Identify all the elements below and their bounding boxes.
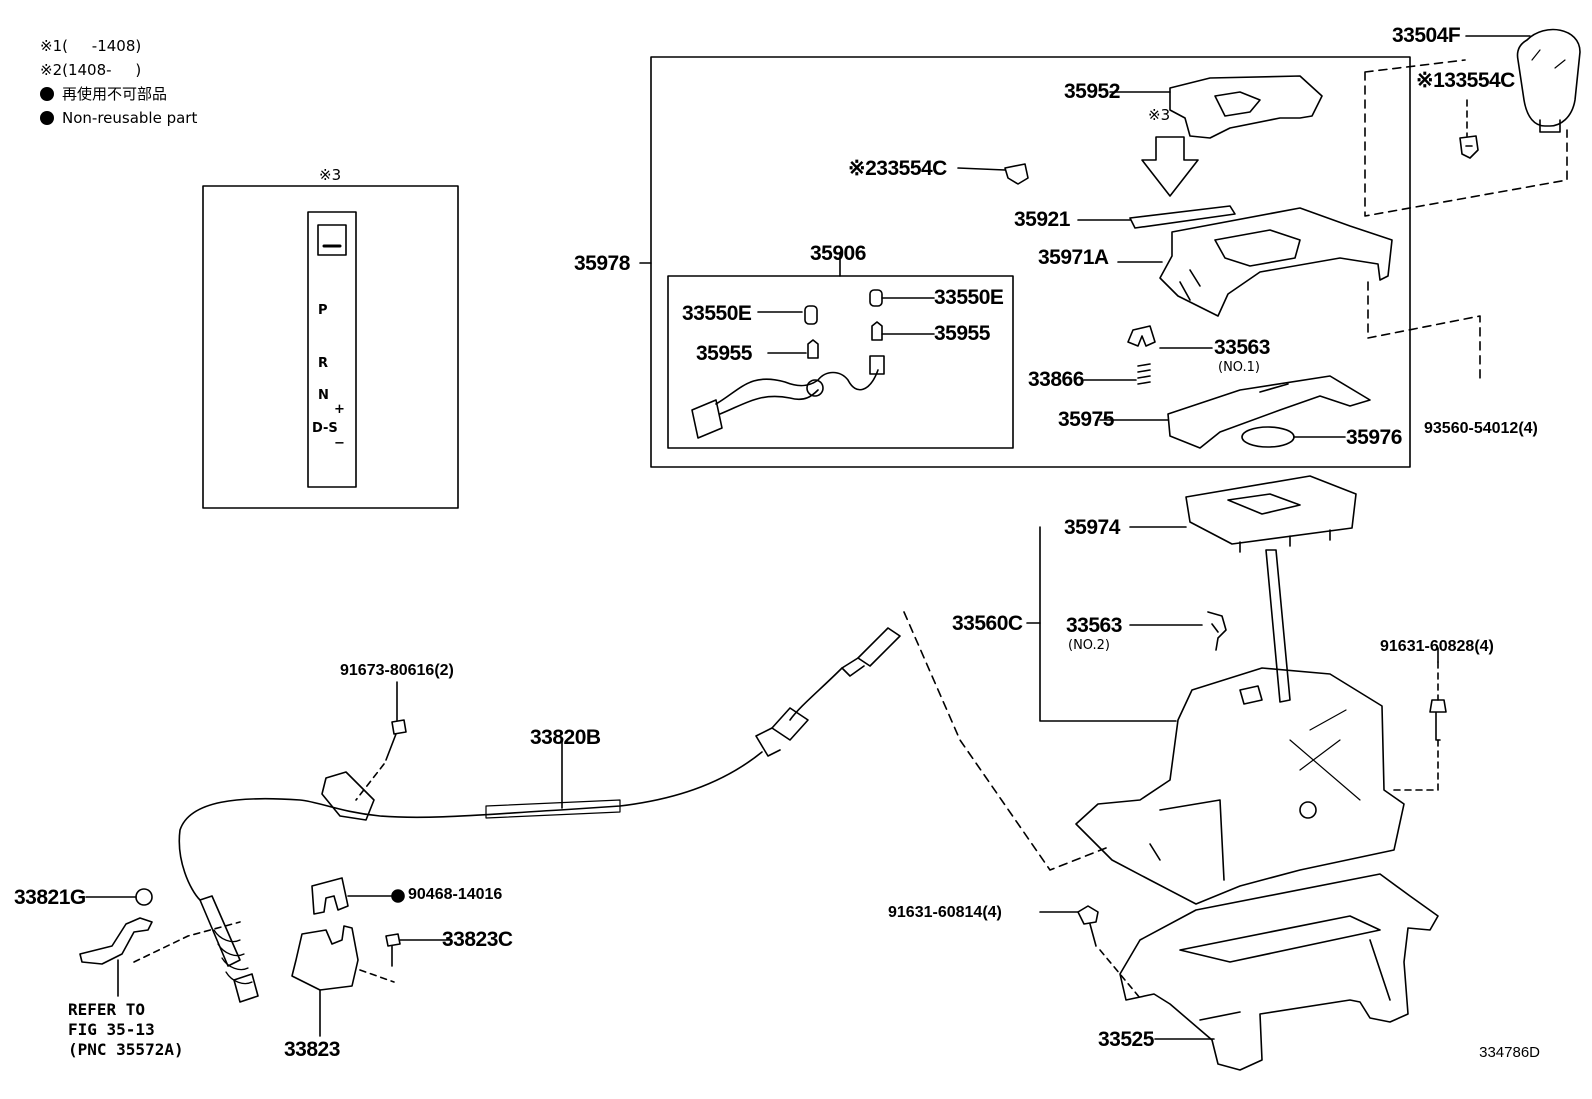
nonreusable-dot-icon [40, 111, 54, 125]
label-35971A: 35971A [1038, 246, 1109, 269]
label-33504F: 33504F [1392, 24, 1461, 47]
label-35952: 35952 [1064, 80, 1120, 103]
label-35955-left: 35955 [696, 342, 752, 365]
label-93560-54012: 93560-54012(4) [1424, 420, 1538, 437]
label-33563-no1: 33563 [1214, 336, 1270, 359]
gate-plate [307, 211, 357, 488]
label-35975: 35975 [1058, 408, 1114, 431]
label-33820B: 33820B [530, 726, 601, 749]
label-35906: 35906 [810, 242, 866, 265]
label-note-3: ※3 [1148, 106, 1171, 124]
label-33550E-right: 33550E [934, 286, 1004, 309]
label-33823C: 33823C [442, 928, 513, 951]
label-35976: 35976 [1346, 426, 1402, 449]
label-33563-no2-sub: (NO.2) [1068, 638, 1110, 653]
label-33821G: 33821G [14, 886, 86, 909]
label-33525: 33525 [1098, 1028, 1154, 1051]
label-33554C-2: ※233554C [848, 157, 947, 180]
diagram-id: 334786D [1479, 1044, 1540, 1061]
wire-harness-35906 [691, 252, 885, 439]
legend-nonreusable-en: Non-reusable part [40, 106, 197, 130]
label-35978: 35978 [574, 252, 630, 275]
inset-title: ※3 [319, 166, 342, 184]
label-33866: 33866 [1028, 368, 1084, 391]
label-91631-60828: 91631-60828(4) [1380, 638, 1494, 655]
label-90468-14016: 90468-14016 [408, 886, 503, 903]
assembly-box-35978 [650, 56, 1411, 468]
mounting-base-33525 [1119, 873, 1439, 1071]
label-33563-no1-sub: (NO.1) [1218, 360, 1260, 375]
nonreusable-dot-icon [40, 87, 54, 101]
legend-note-2: ※2(1408- ) [40, 61, 142, 79]
label-33563-no2: 33563 [1066, 614, 1122, 637]
inset-box [202, 185, 459, 509]
gate-indicator [317, 224, 347, 256]
gate-r: R [318, 356, 329, 371]
gate-n: N [318, 388, 329, 403]
label-35921: 35921 [1014, 208, 1070, 231]
shift-lever-base [1075, 667, 1405, 905]
shift-knob-33504F [1516, 28, 1581, 133]
label-91631-60814: 91631-60814(4) [888, 904, 1002, 921]
gate-plus: + [334, 402, 345, 417]
gate-minus: − [334, 436, 345, 451]
label-33554C-1: ※133554C [1416, 69, 1515, 92]
gate-p: P [318, 303, 328, 318]
label-35955-right: 35955 [934, 322, 990, 345]
refer-note: REFER TO FIG 35-13 (PNC 35572A) [68, 1000, 184, 1059]
label-35974: 35974 [1064, 516, 1120, 539]
label-33560C: 33560C [952, 612, 1023, 635]
label-33550E-left: 33550E [682, 302, 752, 325]
gate-ds: D-S [312, 421, 338, 436]
label-33823: 33823 [284, 1038, 340, 1061]
legend-note-1: ※1( -1408) [40, 37, 142, 55]
label-91673-80616: 91673-80616(2) [340, 662, 454, 679]
legend-nonreusable-jp: 再使用不可部品 [40, 82, 167, 106]
shift-cable-33820B [178, 627, 901, 1003]
